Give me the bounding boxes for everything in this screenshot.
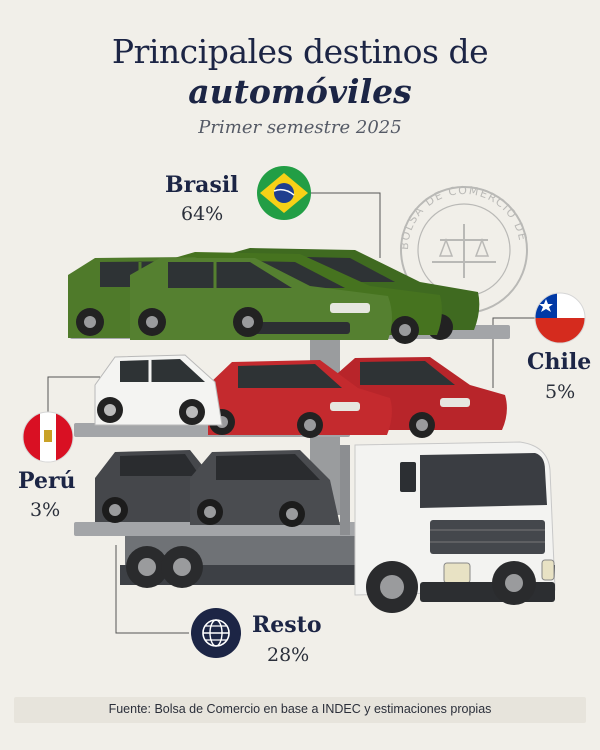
chile-flag-icon [534, 292, 586, 344]
label-chile: Chile [527, 349, 592, 375]
green-cars [68, 248, 480, 344]
truck-wheels [126, 546, 536, 613]
white-car [94, 354, 223, 426]
label-brasil: Brasil [165, 172, 239, 198]
subtitle: Primer semestre 2025 [198, 117, 402, 138]
value-peru: 3% [30, 499, 61, 521]
svg-text:BOLSA DE COMERCIO DE ROSARIO: BOLSA DE COMERCIO DE ROSARIO [0, 0, 530, 250]
source-bar [14, 697, 586, 723]
title-line-2: automóviles [188, 72, 412, 111]
leader-lines [47, 192, 535, 634]
value-chile: 5% [545, 381, 576, 403]
peru-flag-icon [22, 411, 74, 463]
value-resto: 28% [267, 644, 310, 666]
gray-cars [95, 450, 340, 527]
source-note: Fuente: Bolsa de Comercio en base a INDE… [108, 702, 492, 716]
title-line-1: Principales destinos de [111, 32, 489, 71]
label-resto: Resto [252, 612, 322, 638]
truck-cab [354, 441, 556, 602]
label-peru: Perú [18, 468, 76, 494]
red-cars [208, 357, 507, 438]
value-brasil: 64% [181, 203, 224, 225]
globe-icon [191, 608, 241, 658]
brazil-flag-icon [257, 166, 311, 220]
